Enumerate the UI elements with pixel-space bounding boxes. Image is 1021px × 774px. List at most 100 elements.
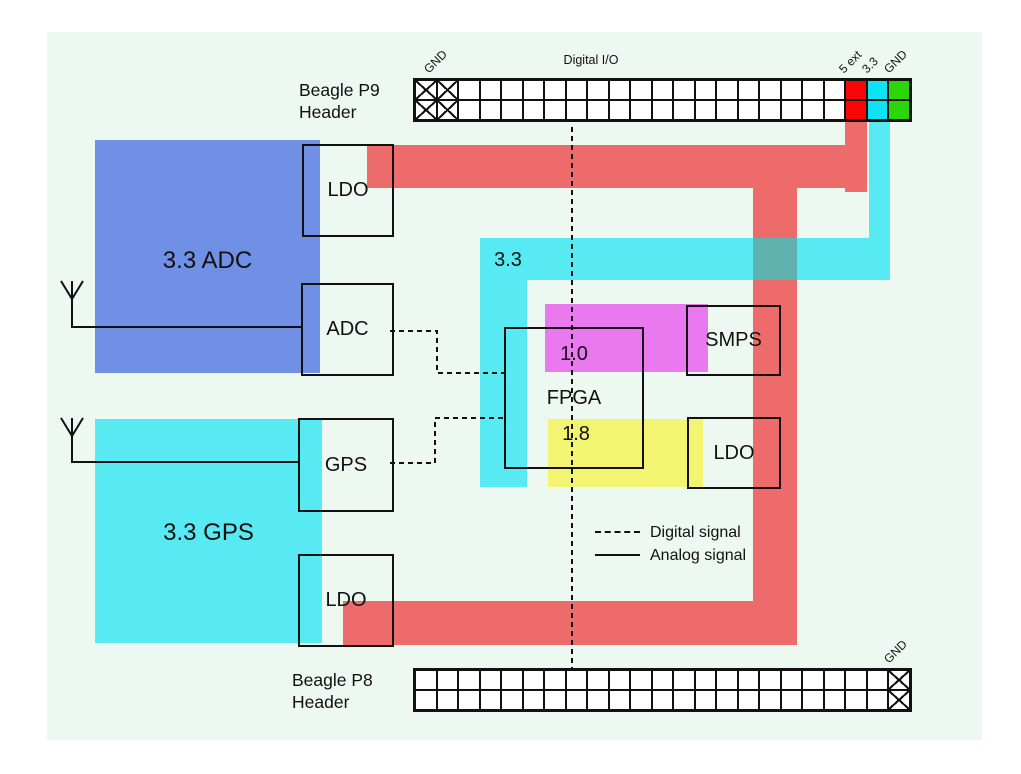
- pin-cell: [565, 80, 588, 100]
- legend-digital-line-sample: [595, 531, 640, 533]
- pin-cell: [415, 690, 437, 710]
- smps-label: SMPS: [705, 329, 762, 351]
- fpga-box: FPGA: [504, 327, 644, 469]
- pin-cell: [522, 100, 545, 120]
- pin-cell: [780, 100, 803, 120]
- pin-cell: [501, 80, 523, 100]
- gps-box: GPS: [298, 418, 394, 512]
- pin-cell: [479, 100, 502, 120]
- pin-cell: [737, 670, 760, 690]
- pin-cell: [845, 100, 867, 120]
- pin-cell: [544, 690, 566, 710]
- pin-cell: [651, 100, 674, 120]
- pin-cell: [501, 690, 523, 710]
- pin-cell: [759, 80, 781, 100]
- pin-cell: [587, 80, 609, 100]
- legend-digital-label: Digital signal: [650, 524, 741, 541]
- ldo-1v8-box: LDO: [687, 417, 781, 489]
- rail-1v8-label: 1.8: [562, 423, 590, 445]
- adc-plane-label: 3.3 ADC: [162, 247, 253, 274]
- pin-cell: [823, 100, 846, 120]
- pin-cell: [651, 690, 674, 710]
- pin-cell: [845, 690, 867, 710]
- pin-cell: [673, 100, 695, 120]
- pin-cell: [608, 670, 631, 690]
- pin-cell: [737, 80, 760, 100]
- pin-cell: [565, 100, 588, 120]
- pin-cell: [415, 80, 437, 100]
- pin-cell: [737, 690, 760, 710]
- pin-cell: [458, 80, 480, 100]
- pin-cell: [415, 670, 437, 690]
- pin-cell: [673, 690, 695, 710]
- pin-cell: [522, 670, 545, 690]
- pin-cell: [673, 670, 695, 690]
- pin-cell: [716, 670, 738, 690]
- pin-cell: [522, 80, 545, 100]
- ldo-gps-label: LDO: [325, 589, 367, 611]
- 5v-rail-bottom-band: [343, 601, 797, 645]
- pin-cell: [802, 670, 824, 690]
- pin-cell: [866, 80, 889, 100]
- pin-cell: [479, 80, 502, 100]
- pin-cell: [888, 100, 910, 120]
- pin-cell: [780, 80, 803, 100]
- pin-cell: [630, 80, 652, 100]
- pin-cell: [630, 670, 652, 690]
- pin-cell: [415, 100, 437, 120]
- pin-cell: [630, 100, 652, 120]
- pin-cell: [823, 690, 846, 710]
- pin-cell: [759, 690, 781, 710]
- pin-cell: [544, 100, 566, 120]
- digital-io-label: Digital I/O: [563, 53, 619, 67]
- pin-cell: [544, 670, 566, 690]
- pin-cell: [587, 670, 609, 690]
- beagle-p9-header-grid: [413, 78, 912, 122]
- pin-cell: [780, 690, 803, 710]
- ldo-adc-box: LDO: [302, 144, 394, 237]
- pin-cell: [716, 690, 738, 710]
- pin-cell: [866, 100, 889, 120]
- pin-cell: [608, 690, 631, 710]
- legend-analog-line-sample: [595, 554, 640, 556]
- pin-cell: [565, 690, 588, 710]
- pin-cell: [501, 100, 523, 120]
- pin-cell: [479, 690, 502, 710]
- pin-cell: [694, 690, 717, 710]
- pin-cell: [673, 80, 695, 100]
- ldo-gps-box: LDO: [298, 554, 394, 647]
- fpga-label: FPGA: [546, 386, 602, 409]
- pin-cell: [694, 80, 717, 100]
- ldo-adc-label: LDO: [327, 179, 369, 201]
- rail-crossing-overlap: [753, 238, 797, 280]
- pin-cell: [479, 670, 502, 690]
- pin-cell: [716, 80, 738, 100]
- pin-cell: [587, 100, 609, 120]
- pin-cell: [436, 690, 459, 710]
- pin-cell: [823, 670, 846, 690]
- pin-cell: [866, 690, 889, 710]
- 1v8-rail-band: [548, 419, 703, 487]
- pin-cell: [436, 100, 459, 120]
- pin-cell: [458, 100, 480, 120]
- pin-cell: [544, 80, 566, 100]
- rail-3v3-label: 3.3: [494, 249, 522, 271]
- p9-header-name: Beagle P9: [299, 80, 380, 100]
- pin-cell: [458, 670, 480, 690]
- pin-cell: [802, 690, 824, 710]
- adc-power-plane: [95, 140, 320, 373]
- pin-cell: [501, 670, 523, 690]
- gps-plane-label: 3.3 GPS: [163, 519, 254, 546]
- gps-label: GPS: [324, 453, 368, 476]
- ldo-1v8-label: LDO: [713, 441, 755, 464]
- legend-analog-label: Analog signal: [650, 547, 747, 564]
- pin-cell: [608, 80, 631, 100]
- pin-cell: [436, 80, 459, 100]
- pin-cell: [436, 670, 459, 690]
- pin-cell: [737, 100, 760, 120]
- pin-cell: [694, 670, 717, 690]
- adc-box: ADC: [301, 283, 394, 376]
- smps-box: SMPS: [686, 305, 781, 376]
- pin-cell: [866, 670, 889, 690]
